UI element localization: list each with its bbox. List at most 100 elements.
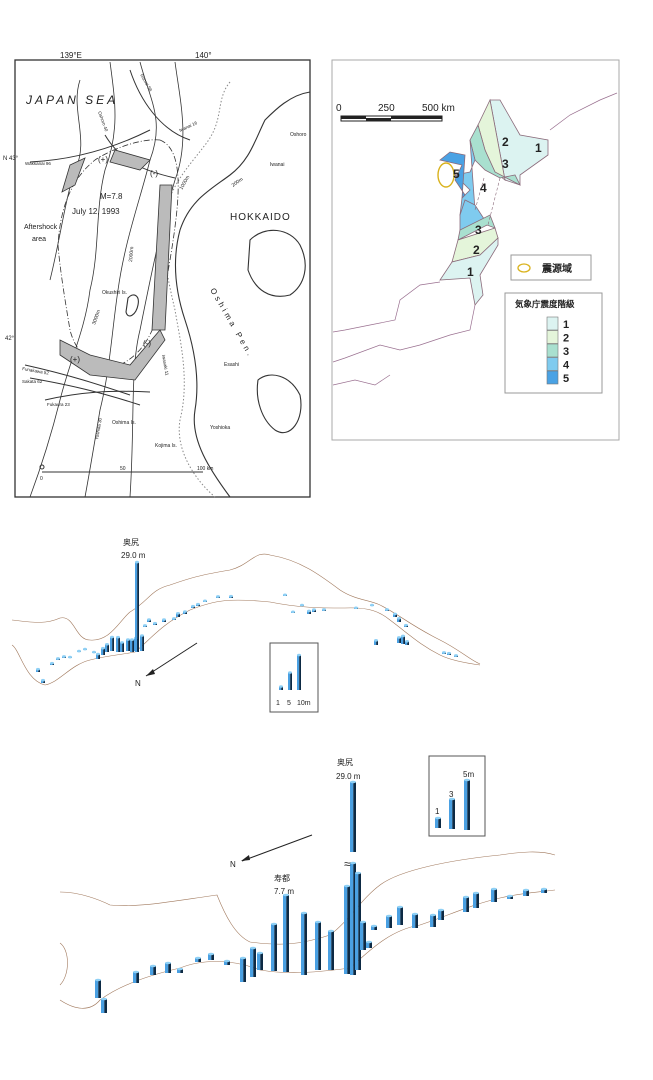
legend-label-1: 1	[276, 700, 280, 707]
north-arrow-close	[241, 834, 313, 862]
tsunami-bar	[447, 651, 451, 655]
tsunami-bar	[177, 967, 183, 973]
epicenter-label: M=7.8	[100, 192, 123, 201]
fault-funakawa: Funakawa 52	[22, 366, 50, 376]
tsunami-bar	[307, 609, 311, 614]
bars-wide	[36, 560, 458, 683]
tsunami-bar	[120, 641, 124, 652]
source-region-ellipse	[437, 162, 455, 188]
zone-label: 2	[502, 135, 509, 149]
tsunami-bar	[143, 624, 147, 627]
fault-sakata: Sakata 62	[22, 379, 43, 384]
intensity-level-label: 1	[563, 319, 569, 331]
place-kojima: Kojima Is.	[155, 443, 177, 449]
tsunami-bar	[116, 635, 120, 652]
zone-label: 1	[535, 141, 542, 155]
tsunami-bar	[203, 599, 207, 603]
tsunami-bar	[301, 911, 307, 975]
zone-label: 5	[453, 167, 460, 181]
north-arrow-head	[241, 855, 250, 861]
tsunami-bar	[271, 922, 277, 971]
tsunami-bar	[371, 924, 377, 930]
tsunami-bar	[355, 871, 361, 970]
north-arrow-head	[146, 669, 155, 676]
tsunami-bar	[385, 608, 389, 611]
fault-map-scale-bar: 0 50 100 km	[39, 464, 213, 482]
tsunami-bar	[315, 920, 321, 970]
polarity-plus-south: (+)	[70, 355, 80, 364]
intensity-map: 0 250 500 km 1 2 3 5 4	[331, 59, 620, 441]
intensity-zones	[439, 98, 549, 306]
tsunami-bar	[101, 646, 105, 655]
tsunami-bar	[393, 612, 397, 617]
polarity-plus: (+)	[98, 155, 108, 164]
intensity-swatch-5	[546, 370, 559, 385]
scale-250: 250	[378, 103, 395, 114]
intensity-level-label: 3	[563, 346, 569, 358]
legend-label-1: 1	[435, 807, 440, 816]
tsunami-bar	[183, 610, 187, 614]
tsunami-bar	[404, 623, 408, 627]
tsunami-bar	[491, 887, 497, 902]
tsunami-bar	[41, 678, 45, 683]
place-oshima: Oshima Is.	[112, 420, 136, 426]
source-legend-label: 震源域	[542, 262, 572, 275]
tsunami-bar	[283, 593, 287, 597]
second-value-label: 7.7 m	[274, 887, 294, 896]
depth-2000: 2000m	[128, 246, 135, 262]
tsunami-bar	[216, 595, 220, 598]
tsunami-bar	[140, 634, 144, 651]
tsunami-bar	[96, 652, 100, 659]
tsunami-bar	[105, 642, 109, 652]
tsunami-bar	[92, 650, 96, 654]
place-esashi: Esashi	[224, 362, 239, 368]
coastline-wide	[11, 553, 481, 686]
tsunami-bar	[360, 920, 366, 950]
tsunami-bar	[153, 621, 157, 625]
tsunami-bar	[257, 951, 263, 970]
lat-label-42: 42°	[5, 336, 15, 342]
zone-boundary-dashed	[474, 177, 501, 226]
hatched-zones	[59, 149, 173, 381]
tsunami-bar	[397, 905, 403, 925]
tsunami-chart-wide: 奥尻 29.0 m N 1 5 10m	[11, 537, 481, 713]
polarity-minus-south: (-)	[143, 339, 151, 348]
fault-yoshida: Yoshida 30	[94, 417, 103, 440]
legend-box-close	[428, 755, 486, 837]
peak-location-label: 奥尻	[337, 757, 353, 767]
tsunami-bar	[438, 908, 444, 920]
tsunami-bar	[442, 651, 446, 654]
second-location-label: 寿都	[274, 873, 290, 883]
legend-label-10: 10m	[297, 700, 311, 707]
scale-0: 0	[40, 476, 43, 482]
tsunami-bar	[430, 913, 436, 927]
scale-500: 500 km	[422, 103, 455, 114]
tsunami-bar	[473, 891, 479, 908]
fault-fukaura: Fukaura 23	[47, 402, 70, 407]
legend-bar	[297, 653, 301, 690]
polarity-minus: (-)	[150, 169, 158, 178]
sea-label: JAPAN SEA	[25, 93, 118, 107]
tsunami-bar	[374, 639, 378, 645]
place-okushiri: Okushiri Is.	[102, 290, 127, 296]
peak-location-label: 奥尻	[123, 537, 139, 547]
north-label-wide: N	[135, 679, 141, 688]
aftershock-label-2: area	[32, 236, 46, 243]
intensity-swatch-3	[546, 343, 559, 358]
tsunami-bar	[36, 667, 40, 672]
fault-iwasaki: Iwasaki 11	[161, 354, 170, 376]
tsunami-bar	[300, 603, 304, 607]
japan-coastline	[332, 92, 618, 386]
tsunami-bar	[401, 634, 405, 644]
tsunami-bar	[397, 616, 401, 622]
scale-50: 50	[120, 466, 126, 472]
tsunami-bar	[172, 617, 176, 620]
legend-bar	[279, 685, 283, 690]
depth-contours	[29, 61, 184, 498]
tsunami-bar	[56, 657, 60, 660]
intensity-legend-title: 気象庁震度階級	[515, 299, 575, 310]
tsunami-bar	[405, 639, 409, 645]
fault-wakkanai: Wakkanai 96	[25, 161, 51, 166]
